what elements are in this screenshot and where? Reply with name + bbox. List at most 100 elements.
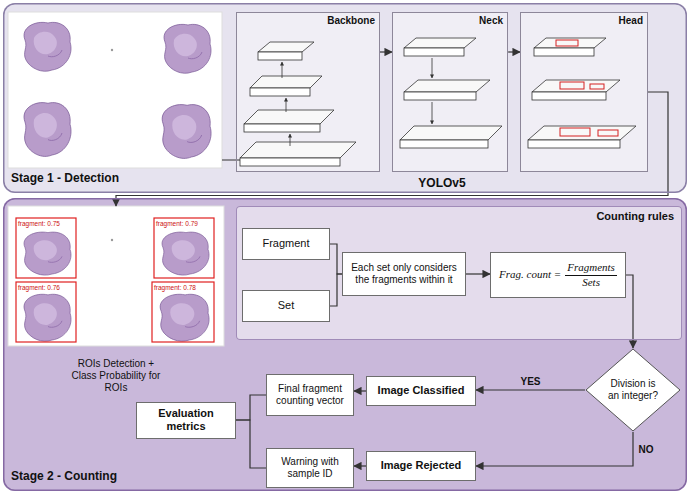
flow-arrow [432, 102, 433, 124]
process-box: Fragment [242, 228, 330, 260]
network-block: Backbone [236, 12, 380, 172]
formula-text: Frag. count = [499, 268, 561, 281]
layer-slab [528, 140, 620, 148]
tissue-sample [162, 105, 211, 159]
tissue-sample [162, 232, 209, 275]
layer-slab [400, 126, 502, 140]
panel-title: Neck [479, 15, 503, 27]
box-label: Final fragment counting vector [271, 383, 349, 407]
connector [380, 51, 392, 52]
layer-slab [250, 88, 310, 96]
debris-dot [111, 239, 113, 241]
layer-slab [528, 126, 636, 140]
box-label: Image Rejected [381, 459, 462, 472]
connector [354, 465, 366, 466]
layer-slab [258, 52, 302, 60]
layer-slab [404, 80, 490, 92]
network-block-fill [236, 12, 380, 172]
panel-title: Counting rules [596, 210, 674, 223]
tissue-sample [24, 22, 71, 71]
layer-slab [534, 38, 606, 48]
panel-title: ROIs Detection + Class Probability for R… [70, 358, 162, 394]
fraction: FragmentsSets [565, 261, 617, 288]
layer-slab [240, 142, 356, 158]
roi-box [154, 218, 214, 278]
label-anchor: fragment: 0.75 [18, 220, 60, 227]
edge-label: NO [637, 444, 656, 455]
formula-box: Frag. count = FragmentsSets [490, 252, 626, 298]
label-anchor: NO [637, 444, 656, 455]
panel-title: Head [619, 15, 643, 27]
roi-image [8, 206, 224, 346]
tissue-sample [160, 294, 209, 341]
connector [330, 244, 342, 274]
roi-box [152, 282, 214, 342]
label-anchor: fragment: 0.76 [18, 284, 60, 291]
roi-box [16, 282, 76, 342]
decision-label: Division is an integer? [604, 378, 662, 402]
box-label: Each set only considers the fragments wi… [347, 262, 461, 286]
output-box: Final fragment counting vector [266, 374, 354, 416]
diamond-shape [586, 349, 680, 431]
box-label: Warning with sample ID [271, 456, 349, 480]
connector [476, 432, 633, 466]
label-anchor: YES [518, 376, 542, 387]
connector [236, 420, 266, 468]
label-anchor: YOLOv5 [418, 177, 465, 191]
connector [508, 51, 520, 52]
output-box: Warning with sample ID [266, 448, 354, 488]
roi-figure: ROIs Detection + Class Probability for R… [8, 206, 224, 396]
flow-arrow [432, 58, 433, 78]
connector [330, 274, 342, 306]
box-prediction [560, 82, 584, 89]
stage-panel-fill [3, 198, 687, 491]
layer-slab [240, 158, 340, 166]
layer-slab [244, 124, 320, 132]
layer-slab [244, 110, 334, 124]
numerator: Fragments [565, 261, 617, 275]
connector [466, 273, 490, 274]
process-box: Image Classified [366, 376, 476, 406]
decision-diamond: Division is an integer? [585, 348, 681, 432]
tissue-sample [164, 24, 211, 73]
layer-slab [250, 76, 322, 88]
box-prediction [598, 130, 618, 136]
process-box: Set [242, 290, 330, 322]
flow-arrow [290, 134, 291, 146]
connector [476, 389, 585, 390]
panel-title: Stage 2 - Counting [11, 469, 117, 483]
input-line [222, 160, 240, 161]
network-block-fill [520, 12, 648, 172]
slide-thumbnail [8, 12, 222, 168]
denominator: Sets [580, 276, 602, 289]
rules-panel: Counting rulesFragmentSet Each set only c… [236, 206, 682, 340]
panel-title: Stage 1 - Detection [11, 171, 119, 185]
stage-panel: Stage 1 - Detection Backbone Neck Head [3, 3, 687, 193]
process-box: Each set only considers the fragments wi… [342, 252, 466, 296]
process-box: Image Rejected [366, 451, 476, 481]
panel-title: Backbone [327, 15, 375, 27]
label-anchor: fragment: 0.78 [154, 284, 196, 291]
tissue-sample [24, 294, 71, 341]
box-label: Set [278, 299, 295, 312]
layer-slab [400, 140, 488, 148]
layer-slab [534, 48, 594, 56]
detection-score: fragment: 0.79 [156, 220, 198, 227]
model-name: YOLOv5 [418, 177, 465, 191]
detection-score: fragment: 0.78 [154, 284, 196, 291]
detection-score: fragment: 0.75 [18, 220, 60, 227]
stage-panel: Stage 2 - Counting ROIs Detection + Class… [3, 198, 687, 491]
stage-panel-fill [3, 3, 687, 193]
box-prediction [560, 128, 590, 136]
box-prediction [556, 40, 578, 46]
debris-dot [111, 49, 113, 51]
roi-box [16, 218, 76, 278]
network-block: Neck [392, 12, 508, 172]
network-block-fill [392, 12, 508, 172]
connector [626, 275, 633, 348]
connector [116, 92, 668, 206]
box-prediction [590, 84, 604, 89]
